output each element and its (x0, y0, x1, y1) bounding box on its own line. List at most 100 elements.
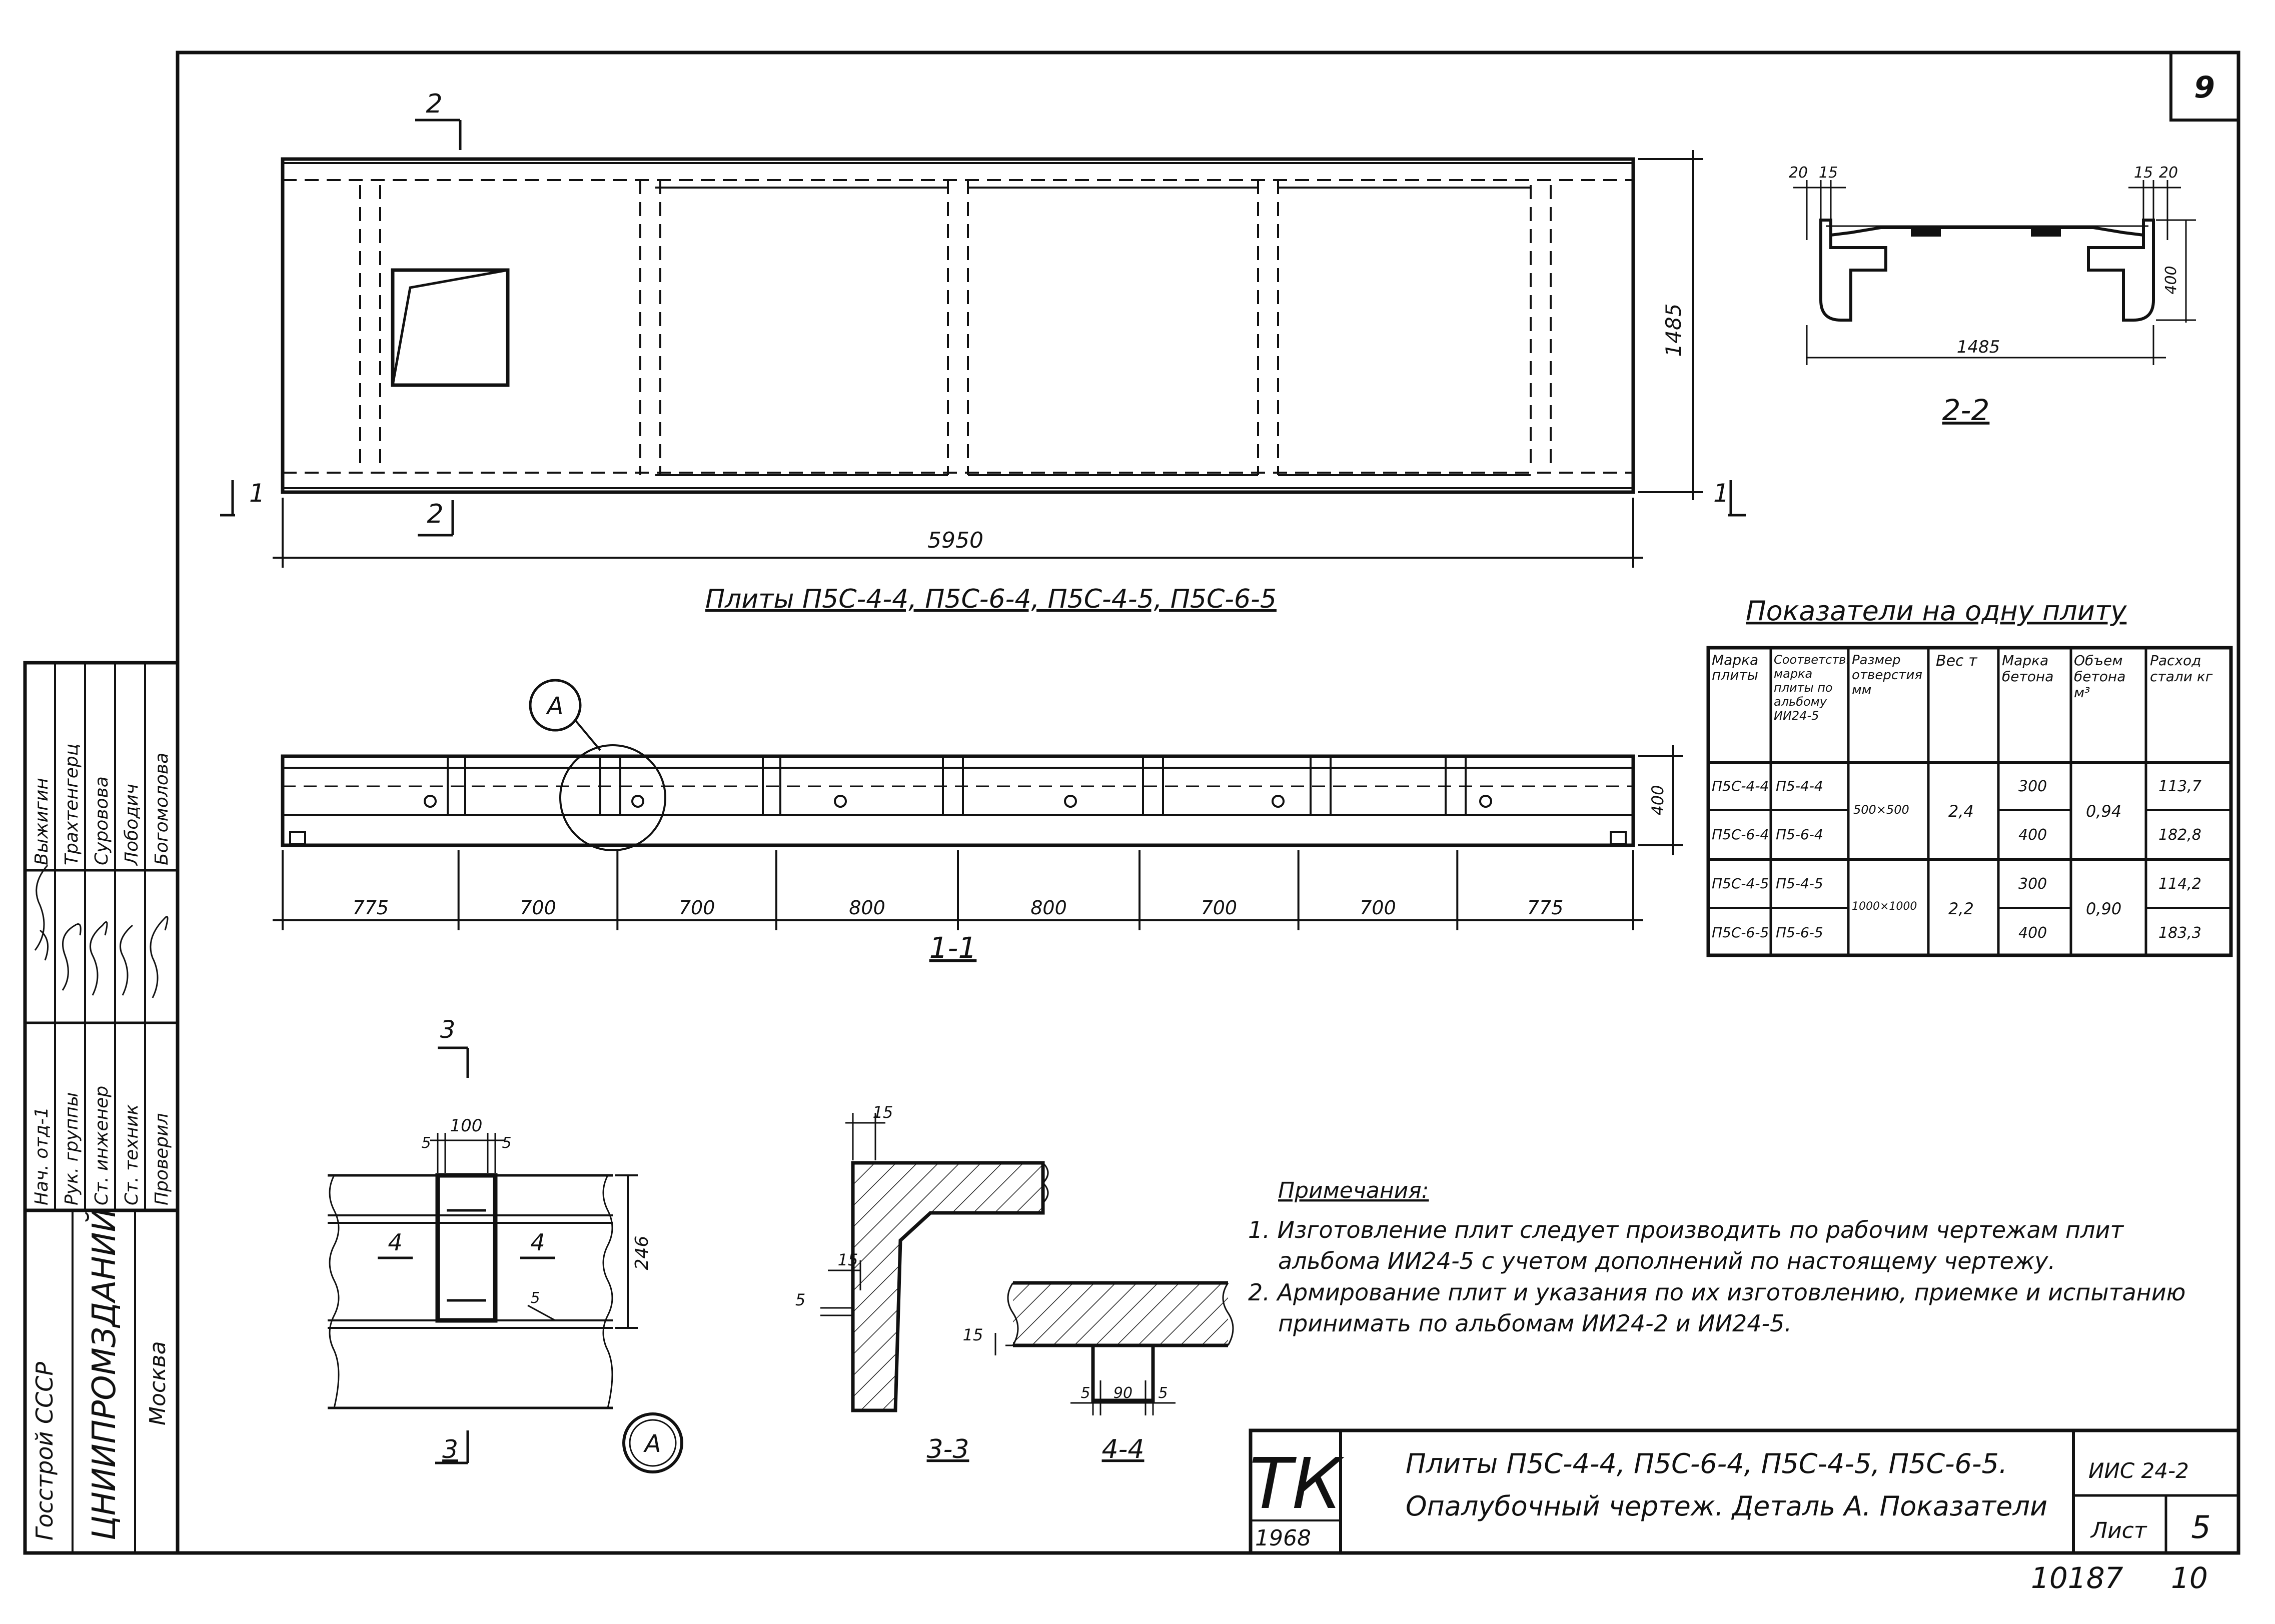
table-header-concrete: Марка бетона (2002, 652, 2054, 685)
plan-length-value: 5950 (927, 528, 983, 553)
span-dimension-label: 800 (1030, 897, 1067, 919)
svg-text:А: А (546, 692, 564, 720)
side-role: Ст. инженер (92, 1086, 112, 1205)
row-1-album-mark: П5-4-4 (1776, 778, 1823, 794)
section-3-3: 15 15 5 3-3 (795, 1103, 1049, 1464)
svg-text:15: 15 (1819, 164, 1838, 182)
span-dimension-label: 700 (520, 897, 556, 919)
svg-text:5: 5 (1158, 1384, 1168, 1402)
side-role: Нач. отд-1 (32, 1107, 52, 1205)
plan-view: 2 2 1 1 5950 1485 Плиты П5С- (220, 89, 1746, 614)
svg-text:3: 3 (440, 1016, 456, 1044)
sheet-number-box (2169, 51, 2240, 122)
svg-text:4: 4 (530, 1229, 545, 1256)
note-line-2: альбома ИИ24-5 с учетом дополнений по на… (1278, 1247, 2055, 1274)
stamp-sheet-label: Лист (2090, 1518, 2147, 1543)
stamp-year: 1968 (1255, 1525, 1311, 1551)
org-name-1: Госстрой СССР (31, 1362, 58, 1540)
svg-text:400: 400 (1648, 785, 1667, 815)
row-2-album-mark: П5-6-4 (1776, 826, 1823, 843)
table-header-album-mark: Соответств. марка плиты по альбому ИИ24-… (1774, 653, 1850, 723)
detail-a-marker (529, 679, 582, 732)
group-2-hole: 1000×1000 (1852, 900, 1917, 913)
side-role: Рук. группы (62, 1092, 82, 1205)
row-1-steel: 113,7 (2158, 778, 2201, 795)
detail-a-label-circle (622, 1412, 683, 1473)
stamp-sheet-value: 5 (2191, 1509, 2210, 1545)
section-4-4: 15 5 90 5 4-4 (963, 1281, 1234, 1464)
row-3-mark: П5С-4-5 (1712, 875, 1769, 892)
svg-text:15: 15 (873, 1103, 893, 1122)
span-dimension-label: 700 (679, 897, 715, 919)
sheet-number: 9 (2194, 70, 2215, 105)
span-dimension-label: 700 (1201, 897, 1238, 919)
svg-text:5: 5 (795, 1290, 805, 1309)
svg-text:246: 246 (632, 1236, 652, 1270)
svg-text:20: 20 (2159, 164, 2178, 182)
cut-3-marker-bottom: 3 (435, 1430, 469, 1464)
svg-text:100: 100 (450, 1116, 483, 1136)
note-line-3: 2. Армирование плит и указания по их изг… (1248, 1279, 2185, 1306)
note-line-1: 1. Изготовление плит следует производить… (1248, 1216, 2124, 1243)
section-2-2: 20 15 15 20 400 1485 2-2 (1789, 164, 2196, 427)
row-2-mark: П5С-6-4 (1712, 826, 1769, 843)
side-name: Богомолова (152, 753, 172, 865)
table-header-mark: Марка плиты (1712, 652, 1759, 683)
section-2-2-label: 2-2 (1942, 393, 1990, 427)
svg-text:20: 20 (1789, 164, 1808, 182)
side-name: Трахтенгерц (62, 744, 82, 865)
indicators-table-grid (1706, 646, 2233, 957)
cut-1-marker-left: 1 (220, 479, 265, 517)
side-name: Выжигин (32, 778, 52, 865)
row-4-mark: П5С-6-5 (1712, 924, 1769, 941)
side-name: Лободич (122, 784, 142, 866)
org-city: Москва (145, 1341, 171, 1425)
notes-title: Примечания: (1278, 1178, 1429, 1203)
table-header-weight: Вес т (1936, 652, 1977, 670)
svg-text:4: 4 (388, 1229, 402, 1256)
plan-outline (281, 157, 1635, 494)
footer-code-a: 10187 (2031, 1561, 2123, 1595)
group-1-weight: 2,4 (1948, 802, 1974, 821)
row-3-concrete: 300 (2018, 875, 2047, 893)
row-4-steel: 183,3 (2158, 924, 2201, 942)
title-stamp: ТК 1968 Плиты П5С-4-4, П5С-6-4, П5С-4-5,… (1249, 1428, 2240, 1555)
table-header-steel: Расход стали кг (2150, 652, 2213, 685)
svg-text:15: 15 (838, 1250, 858, 1269)
org-name-2: ЦНИИПРОМЗДАНИЙ (85, 1208, 123, 1540)
section-4-4-label: 4-4 (1102, 1434, 1145, 1464)
svg-text:1485: 1485 (1957, 337, 2000, 357)
row-3-steel: 114,2 (2158, 875, 2201, 893)
row-2-steel: 182,8 (2158, 826, 2201, 844)
section-1-1-label: 1-1 (929, 931, 977, 965)
plan-length-dimension (273, 498, 1643, 568)
svg-text:90: 90 (1113, 1384, 1132, 1402)
group-1-hole: 500×500 (1853, 803, 1909, 817)
svg-text:2: 2 (426, 89, 442, 119)
indicators-block: Показатели на одну плиту (1706, 595, 2233, 957)
plan-caption: Плиты П5С-4-4, П5С-6-4, П5С-4-5, П5С-6-5 (705, 584, 1277, 614)
svg-text:2: 2 (427, 499, 443, 529)
svg-text:15: 15 (2134, 164, 2153, 182)
cut-3-marker-top: 3 (438, 1016, 469, 1078)
svg-text:5: 5 (530, 1289, 540, 1307)
stamp-title-1: Плиты П5С-4-4, П5С-6-4, П5С-4-5, П5С-6-5… (1406, 1448, 2007, 1479)
footer-code-b: 10 (2171, 1561, 2208, 1595)
stamp-logo: ТК (1250, 1443, 1345, 1525)
table-header-hole: Размер отверстия мм (1852, 653, 1922, 698)
span-dimension-label: 775 (353, 897, 389, 919)
row-4-concrete: 400 (2018, 924, 2047, 942)
svg-text:15: 15 (963, 1325, 983, 1344)
cut-2-marker-bottom: 2 (418, 499, 454, 537)
row-4-album-mark: П5-6-5 (1776, 924, 1823, 941)
section-3-3-label: 3-3 (927, 1434, 969, 1464)
plan-width-value: 1485 (1661, 304, 1686, 357)
notes-block: Примечания: 1. Изготовление плит следует… (1248, 1178, 2185, 1337)
svg-text:1: 1 (1713, 479, 1729, 508)
note-line-4: принимать по альбомам ИИ24-2 и ИИ24-5. (1278, 1310, 1792, 1337)
cut-2-marker-top: 2 (415, 89, 462, 150)
plan-opening (391, 268, 510, 387)
